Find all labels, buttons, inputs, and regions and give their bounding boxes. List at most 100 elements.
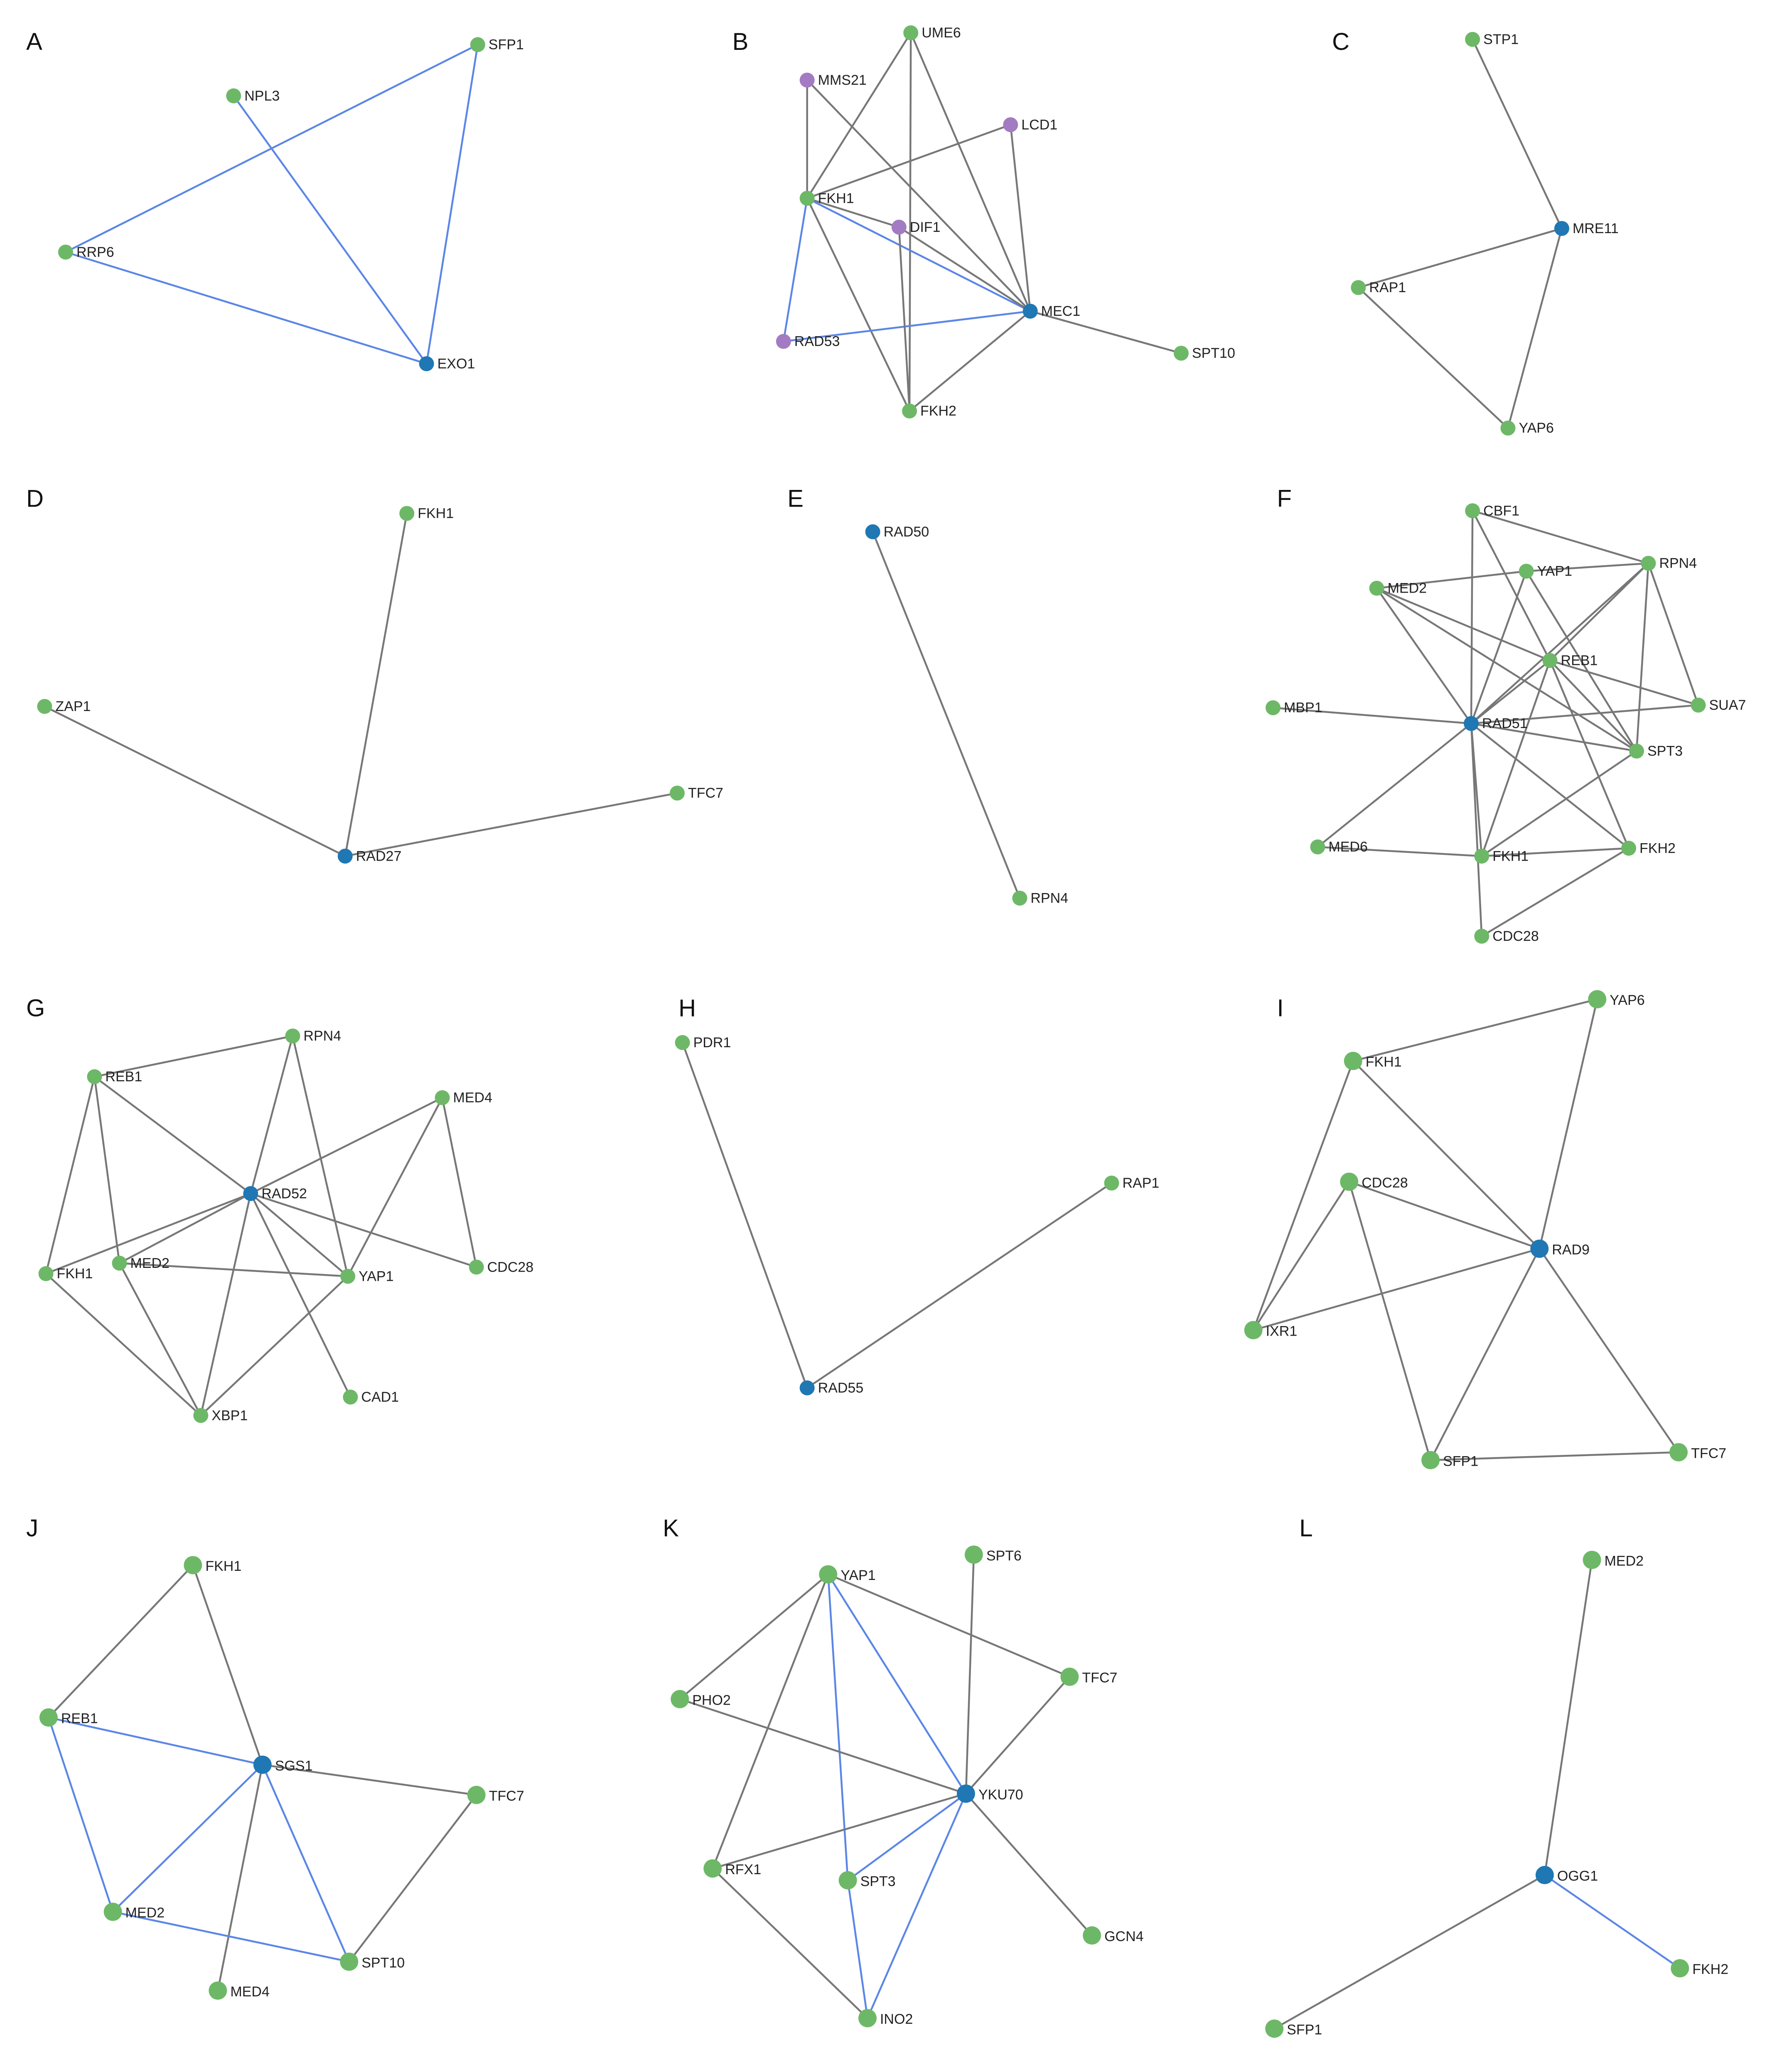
edge-rad52-med2 <box>119 1193 251 1264</box>
node-cbf1 <box>1465 503 1480 519</box>
node-dif1 <box>891 219 907 235</box>
node-label-sfp1: SFP1 <box>1287 2022 1322 2038</box>
edge-pho2-yku70 <box>679 1698 966 1795</box>
edge-ume6-fkh2 <box>908 32 912 411</box>
edge-fkh1-ixr1 <box>1252 1061 1354 1331</box>
node-rad9 <box>1530 1239 1549 1258</box>
node-pho2 <box>671 1690 689 1708</box>
panel-label: J <box>26 1515 38 1542</box>
edge-mec1-spt10 <box>1030 310 1182 354</box>
node-label-dif1: DIF1 <box>910 219 941 235</box>
edge-fkh1-dif1 <box>806 197 900 228</box>
edge-sgs1-med2 <box>112 1764 263 1913</box>
node-xbp1 <box>193 1408 209 1423</box>
node-label-spt10: SPT10 <box>1192 345 1235 361</box>
node-fkh1 <box>184 1556 202 1575</box>
node-cad1 <box>343 1389 358 1405</box>
edge-lcd1-mec1 <box>1010 124 1031 312</box>
node-label-cdc28: CDC28 <box>1492 928 1539 944</box>
node-tfc7 <box>467 1786 486 1804</box>
node-label-fkh2: FKH2 <box>1692 1961 1728 1977</box>
node-label-yap1: YAP1 <box>841 1568 875 1583</box>
edge-rad51-med6 <box>1317 723 1472 848</box>
edge-sgs1-tfc7 <box>262 1764 477 1796</box>
node-rpn4 <box>1641 556 1656 571</box>
node-pdr1 <box>675 1035 690 1050</box>
node-fkh1 <box>1474 849 1489 864</box>
node-label-stp1: STP1 <box>1483 32 1519 47</box>
edge-rpn4-rad51 <box>1470 562 1649 724</box>
node-med2 <box>112 1255 127 1271</box>
edge-reb1-fkh2 <box>1549 660 1630 849</box>
node-rad55 <box>799 1380 815 1395</box>
node-rad27 <box>337 849 353 864</box>
node-label-mec1: MEC1 <box>1041 303 1080 319</box>
edge-tfc7-spt10 <box>348 1794 477 1962</box>
node-label-rpn4: RPN4 <box>303 1028 341 1044</box>
edge-fkh1-sgs1 <box>192 1565 263 1765</box>
edge-med4-rad52 <box>250 1097 443 1195</box>
edge-yap1-rpn4 <box>1526 562 1649 572</box>
edge-rad52-fkh1 <box>45 1193 251 1275</box>
node-label-exo1: EXO1 <box>437 356 475 372</box>
panel-label: I <box>1277 995 1284 1022</box>
node-label-spt10: SPT10 <box>361 1955 405 1971</box>
node-label-rrp6: RRP6 <box>76 244 114 260</box>
node-mms21 <box>799 72 815 88</box>
node-sgs1 <box>253 1755 272 1774</box>
node-mre11 <box>1554 221 1569 236</box>
node-label-rpn4: RPN4 <box>1030 890 1068 906</box>
node-label-sgs1: SGS1 <box>275 1758 313 1774</box>
node-med2 <box>103 1902 122 1921</box>
edge-rad53-mec1 <box>783 310 1030 342</box>
panel-label: K <box>663 1515 679 1542</box>
node-gcn4 <box>1083 1926 1101 1945</box>
edge-yap1-pho2 <box>679 1573 829 1700</box>
panel-label: D <box>26 485 44 512</box>
edge-yku70-gcn4 <box>965 1793 1093 1936</box>
node-label-yku70: YKU70 <box>978 1787 1023 1803</box>
node-yap6 <box>1500 421 1516 436</box>
node-label-npl3: NPL3 <box>244 88 280 104</box>
node-reb1 <box>39 1708 58 1727</box>
node-label-tfc7: TFC7 <box>688 785 723 801</box>
edge-yap1-spt3 <box>1525 571 1637 752</box>
node-label-rpn4: RPN4 <box>1659 556 1697 571</box>
edge-med2-yap1 <box>1376 570 1526 589</box>
node-label-med2: MED2 <box>1605 1553 1644 1569</box>
edge-yap1-rad51 <box>1470 571 1527 724</box>
edge-yap1-tfc7 <box>828 1573 1070 1678</box>
node-label-yap6: YAP6 <box>1519 420 1553 436</box>
edge-mms21-mec1 <box>806 79 1031 312</box>
node-cdc28 <box>1474 928 1489 944</box>
panel-label: F <box>1277 485 1292 512</box>
node-label-spt6: SPT6 <box>986 1548 1022 1564</box>
edge-reb1-rad52 <box>94 1076 251 1194</box>
node-exo1 <box>419 356 434 372</box>
node-fkh2 <box>1621 841 1637 856</box>
edge-fkh1-rad9 <box>1352 1060 1540 1250</box>
edge-sfp1-tfc7 <box>1430 1451 1679 1461</box>
edge-fkh1-fkh2 <box>806 198 911 411</box>
node-label-fkh1: FKH1 <box>57 1266 93 1282</box>
edge-reb1-sgs1 <box>48 1716 263 1766</box>
node-label-pho2: PHO2 <box>692 1692 731 1708</box>
node-rad53 <box>776 334 791 349</box>
edge-rfx1-yku70 <box>712 1792 966 1870</box>
node-yap1 <box>819 1565 838 1584</box>
node-mbp1 <box>1266 700 1281 716</box>
node-tfc7 <box>1669 1443 1688 1462</box>
edge-cbf1-rpn4 <box>1472 509 1649 564</box>
edge-zap1-rad27 <box>44 705 346 857</box>
edge-rad9-tfc7 <box>1539 1248 1679 1453</box>
node-label-sfp1: SFP1 <box>1443 1453 1478 1469</box>
edge-med6-fkh1 <box>1317 846 1482 857</box>
edge-rpn4-sua7 <box>1647 563 1699 706</box>
node-label-cbf1: CBF1 <box>1483 503 1519 519</box>
node-fkh1 <box>399 506 415 521</box>
